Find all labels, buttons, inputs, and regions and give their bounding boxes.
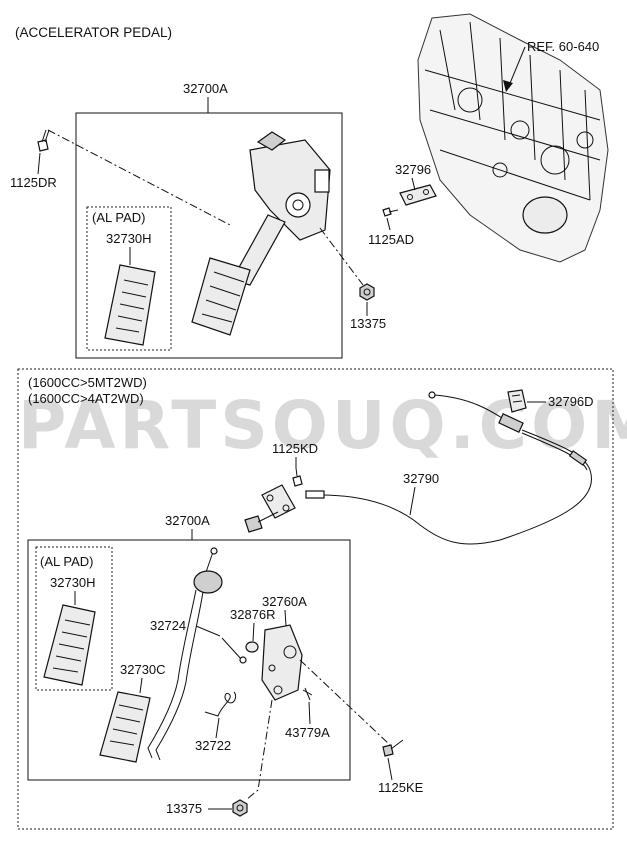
ref-leader bbox=[507, 46, 526, 89]
stopper-32876r bbox=[245, 641, 259, 653]
al-pad-top-label: (AL PAD) bbox=[92, 210, 145, 225]
pedal-pad-32730c bbox=[99, 691, 151, 763]
bracket-32796-leader bbox=[411, 177, 416, 191]
assembly-box-bottom bbox=[27, 539, 351, 781]
bolt-1125ad-label: 1125AD bbox=[368, 232, 414, 247]
bracket-32760a bbox=[261, 624, 303, 701]
engine-block-illustration bbox=[417, 13, 609, 263]
spring-32722 bbox=[204, 691, 237, 717]
bracket-32760a-label: 32760A bbox=[262, 594, 307, 609]
bottom-dash-leader-bolt bbox=[299, 659, 391, 746]
stopper-32876r-label: 32876R bbox=[230, 607, 276, 622]
al-pad-bottom-label: (AL PAD) bbox=[40, 554, 93, 569]
pin-43779a-leader bbox=[308, 701, 311, 725]
assembly-bottom-label: 32700A bbox=[165, 513, 210, 528]
cable-bracket bbox=[244, 484, 296, 533]
bolt-1125dr-leader bbox=[37, 152, 41, 175]
ref-arrowhead bbox=[503, 80, 513, 92]
spec-line-2: (1600CC>4AT2WD) bbox=[28, 391, 144, 406]
pin-43779a bbox=[302, 687, 313, 701]
bottom-section-frame bbox=[17, 368, 614, 830]
nut-13375-bottom-label: 13375 bbox=[166, 801, 202, 816]
top-dash-leader-nut bbox=[319, 227, 364, 286]
al-pad-top-illustration bbox=[104, 264, 156, 346]
pad-32730h-top-label: 32730H bbox=[106, 231, 152, 246]
pedal-pad-32730c-label: 32730C bbox=[120, 662, 166, 677]
assembly-top-label: 32700A bbox=[183, 81, 228, 96]
al-pad-box-top bbox=[86, 206, 172, 351]
watermark: PARTSOUQ.COM bbox=[18, 387, 627, 464]
cable-clip-32796d-label: 32796D bbox=[548, 394, 594, 409]
pedal-pad-32730c-leader bbox=[139, 677, 143, 694]
bolt-1125dr bbox=[37, 129, 50, 152]
pin-43779a-label: 43779A bbox=[285, 725, 330, 740]
spring-32722-label: 32722 bbox=[195, 738, 231, 753]
nut-13375-top-label: 13375 bbox=[350, 316, 386, 331]
al-pad-box-bottom bbox=[35, 546, 113, 691]
bolt-1125ke-leader bbox=[387, 757, 393, 781]
bolt-1125ad bbox=[382, 207, 399, 217]
nut-13375-bottom bbox=[232, 799, 248, 817]
spec-line-1: (1600CC>5MT2WD) bbox=[28, 375, 147, 390]
nut-13375-top bbox=[359, 283, 375, 301]
stopper-32876r-leader bbox=[252, 622, 255, 642]
assembly-box-top bbox=[75, 112, 343, 359]
bolt-1125kd bbox=[292, 467, 303, 487]
al-pad-bottom-illustration bbox=[43, 604, 96, 686]
bolt-1125dr-label: 1125DR bbox=[10, 175, 57, 190]
pedal-arm-32724-label: 32724 bbox=[150, 618, 186, 633]
spring-32722-leader bbox=[215, 717, 220, 739]
bolt-1125ke-label: 1125KE bbox=[378, 780, 424, 795]
top-dash-leader-bolt bbox=[47, 129, 231, 226]
bracket-32796-label: 32796 bbox=[395, 162, 431, 177]
cable-32790-leader bbox=[409, 486, 416, 516]
pedal-arm-32724-leader bbox=[195, 625, 221, 637]
cable-32790 bbox=[305, 391, 592, 545]
bottom-dash-leader-nut bbox=[245, 699, 273, 801]
cable-32790-label: 32790 bbox=[403, 471, 439, 486]
pedal-assembly-top-illustration bbox=[191, 131, 331, 336]
bolt-1125kd-label: 1125KD bbox=[272, 441, 318, 456]
bolt-1125ke bbox=[382, 739, 404, 757]
cable-clip-32796d bbox=[507, 389, 527, 413]
pedal-arm-illustration bbox=[147, 547, 247, 761]
al-pad-32730h-bottom-label: 32730H bbox=[50, 575, 96, 590]
bolt-1125ad-leader bbox=[386, 217, 391, 231]
bracket-32760a-leader bbox=[284, 609, 287, 627]
top-section-title: (ACCELERATOR PEDAL) bbox=[15, 25, 172, 40]
ref-label: REF. 60-640 bbox=[527, 39, 599, 54]
bracket-32796 bbox=[399, 184, 437, 206]
